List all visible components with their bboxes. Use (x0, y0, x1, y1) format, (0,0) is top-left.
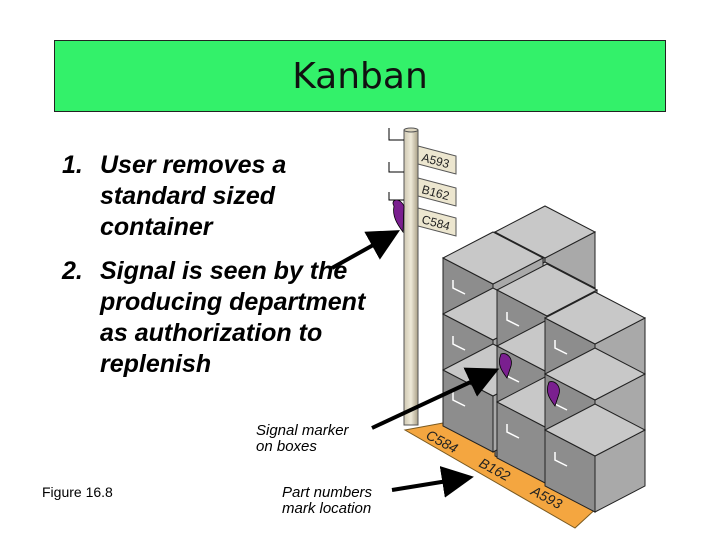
pole-sign-a593: A593 (417, 145, 457, 175)
signal-marker-pole (392, 199, 405, 234)
part-numbers-caption: Part numbers mark location (282, 485, 372, 517)
signal-marker-box (547, 381, 560, 407)
arrow-to-floor-location (391, 466, 474, 498)
signal-marker-box (499, 353, 512, 379)
step-1-number: 1. (62, 151, 83, 179)
title-banner: Kanban (54, 40, 666, 112)
signal-marker-caption-line1: Signal marker (256, 422, 349, 439)
signal-marker-caption-line2: on boxes (256, 438, 317, 455)
step-2: 2. Signal is seen by the producing depar… (62, 256, 382, 411)
step-2-number: 2. (62, 257, 83, 285)
pole-sign-c584: C584 (417, 207, 457, 237)
container-stacks (441, 205, 647, 513)
arrow-to-pole-signal (331, 230, 400, 270)
figure-label: Figure 16.8 (42, 484, 113, 500)
step-1: 1. User removes a standard sized contain… (62, 150, 382, 245)
step-2-text: Signal is seen by the producing departme… (100, 257, 366, 378)
slide-title: Kanban (292, 55, 428, 97)
signal-marker-caption: Signal marker on boxes (256, 423, 349, 455)
step-1-text: User removes a standard sized container (100, 151, 287, 241)
kanban-pole (388, 127, 419, 426)
part-numbers-caption-line2: mark location (282, 500, 372, 517)
pole-sign-b162: B162 (417, 177, 457, 207)
pole-signs: A593 B162 C584 (417, 145, 457, 237)
part-numbers-caption-line1: Part numbers (282, 484, 373, 501)
box-right-3 (543, 403, 647, 513)
arrow-to-box-signal (371, 367, 500, 430)
